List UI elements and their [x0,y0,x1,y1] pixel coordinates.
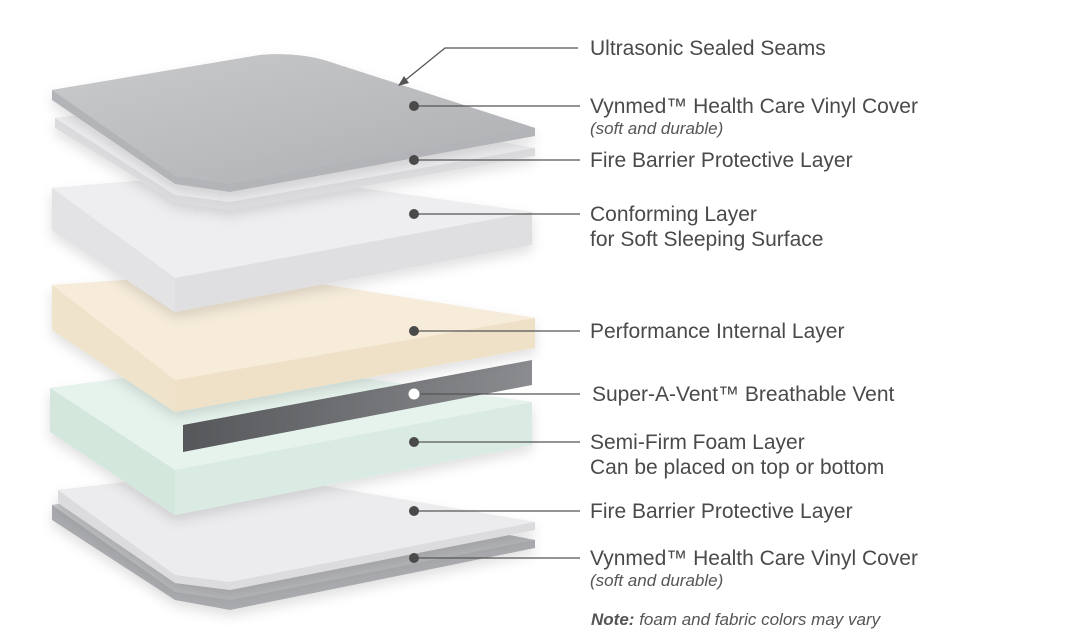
label-cover-top-sub: (soft and durable) [590,119,724,138]
label-semi-firm-line1: Semi-Firm Foam Layer [590,431,805,454]
label-conforming: Conforming Layer for Soft Sleeping Surfa… [590,202,823,252]
note-text: foam and fabric colors may vary [639,610,881,629]
label-semi-firm: Semi-Firm Foam Layer Can be placed on to… [590,430,884,480]
label-cover-top: Vynmed™ Health Care Vinyl Cover (soft an… [590,94,918,139]
label-vent: Super-A-Vent™ Breathable Vent [592,383,895,406]
leader-dots [408,101,420,563]
label-cover-bottom: Vynmed™ Health Care Vinyl Cover (soft an… [590,546,918,591]
label-cover-bottom-sub: (soft and durable) [590,571,724,590]
label-semi-firm-line2: Can be placed on top or bottom [590,456,885,479]
note-prefix: Note: [591,610,635,629]
layer-cover-top [52,54,535,192]
dot-vent [408,388,420,400]
dot-performance [409,326,419,336]
layer-breathable-vent [183,360,532,452]
label-cover-bottom-title: Vynmed™ Health Care Vinyl Cover [590,547,918,570]
label-conforming-line1: Conforming Layer [590,203,757,226]
label-conforming-line2: for Soft Sleeping Surface [590,228,824,251]
dot-cover-top [409,101,419,111]
label-fire-barrier-top: Fire Barrier Protective Layer [590,149,853,172]
label-ultrasonic-seams: Ultrasonic Sealed Seams [590,37,826,60]
leader-seams [402,47,578,83]
dot-fire-top [409,155,419,165]
leader-lines [402,47,580,559]
label-fire-barrier-bottom: Fire Barrier Protective Layer [590,500,853,523]
dot-fire-bottom [409,506,419,516]
dot-semi-firm [409,437,419,447]
label-performance: Performance Internal Layer [590,320,845,343]
note: Note: foam and fabric colors may vary [591,610,880,630]
dot-cover-bottom [409,553,419,563]
arrowhead-icon [398,76,409,86]
dot-conforming [409,209,419,219]
label-cover-top-title: Vynmed™ Health Care Vinyl Cover [590,95,918,118]
